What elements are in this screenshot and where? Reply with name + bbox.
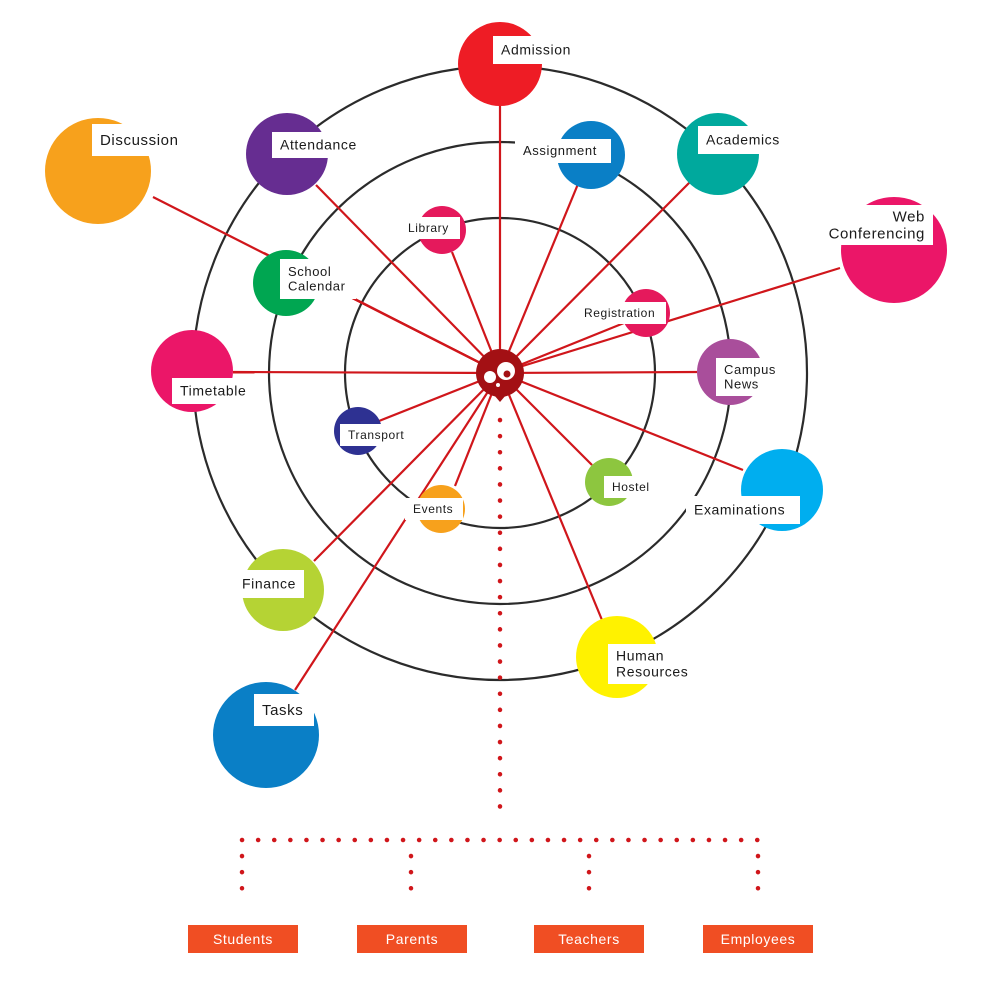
role-teachers: Teachers [534,925,644,953]
transport-label: Transport [348,428,404,442]
hub-pointer [494,395,506,402]
registration-label: Registration [584,306,655,320]
spoke-attendance [315,184,501,374]
tasks-label-box [254,694,314,726]
hostel-label-box [604,476,656,498]
spoke-campus-news [499,370,698,375]
spoke-tasks [294,372,501,691]
academics-label-box [698,126,796,154]
finance-label: Finance [242,576,296,592]
registration-label-box [576,302,666,324]
role-parents: Parents [357,925,467,953]
module-attendance: Attendance [246,113,378,195]
admission-label-box [493,36,583,64]
assignment-label-box [515,139,611,163]
spoke-school-calendar-label [348,295,501,374]
academics-label: Academics [706,132,780,148]
module-discussion: Discussion [45,118,194,224]
assignment-label: Assignment [523,143,597,158]
dotted-connectors [239,417,761,903]
role-employees: Employees [703,925,813,953]
human-resources-label-box [608,644,704,684]
logo-icon [484,362,515,387]
students-box [188,925,298,953]
examinations-label-box [686,496,800,524]
discussion-label-box [92,124,194,156]
admission-label: Admission [501,42,571,58]
module-timetable: Timetable [151,330,256,412]
web-conferencing-label-box [807,205,933,245]
parents-label: Parents [386,931,438,947]
library-label: Library [408,221,449,235]
timetable-label-box [172,378,256,404]
teachers-box [534,925,644,953]
module-tasks: Tasks [213,682,319,788]
role-boxes: Students Parents Teachers Employees [188,925,813,953]
campus-news-label-box [716,358,782,396]
role-students: Students [188,925,298,953]
module-academics: Academics [677,113,796,195]
spoke-finance [313,372,501,562]
spoke-examinations [499,371,744,472]
module-examinations: Examinations [686,449,823,531]
school-calendar-label-box [280,259,356,299]
employees-box [703,925,813,953]
events-label: Events [413,502,453,516]
module-library: Library [400,206,466,254]
hostel-label: Hostel [612,480,650,494]
timetable-label: Timetable [180,383,246,399]
module-assignment: Assignment [515,121,625,189]
tasks-label: Tasks [262,702,303,719]
discussion-label: Discussion [100,132,179,149]
teachers-label: Teachers [558,931,620,947]
attendance-label: Attendance [280,137,357,153]
employees-label: Employees [721,931,796,947]
central-hub [476,349,524,402]
module-transport: Transport [334,407,412,455]
library-label-box [400,217,460,239]
spoke-timetable [232,370,501,375]
spoke-web-conferencing [499,266,841,375]
spoke-assignment [498,183,580,374]
module-registration: Registration [576,289,670,337]
module-admission: Admission [458,22,583,106]
spoke-academics [499,181,691,374]
module-finance: Finance [234,549,324,631]
students-label: Students [213,931,273,947]
spoke-human-resources [498,372,604,621]
attendance-label-box [272,132,378,158]
examinations-label: Examinations [694,502,785,518]
events-label-box [405,498,463,520]
module-events: Events [405,485,465,533]
parents-box [357,925,467,953]
module-hostel: Hostel [585,458,656,506]
finance-label-box [234,570,304,598]
transport-label-box [340,424,412,446]
